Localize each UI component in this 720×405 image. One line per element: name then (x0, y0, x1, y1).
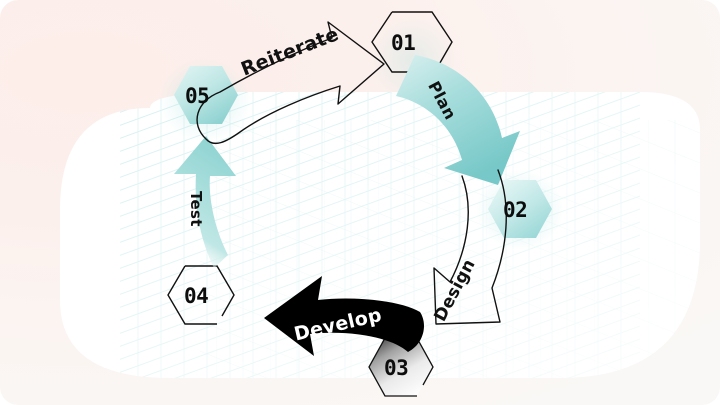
hexagon-04 (167, 265, 235, 325)
step-number-03: 03 (384, 356, 409, 380)
arrow-design (433, 169, 507, 325)
step-number-05: 05 (185, 84, 210, 108)
arrow-develop (264, 276, 424, 356)
arrow-test (174, 136, 236, 268)
hexagon-05 (174, 66, 238, 124)
step-number-02: 02 (503, 198, 528, 222)
step-number-01: 01 (391, 31, 416, 55)
arrow-reiterate (196, 21, 385, 145)
step-label-test: Test (187, 191, 205, 227)
arrow-plan (396, 55, 520, 185)
step-number-04: 04 (184, 284, 209, 308)
